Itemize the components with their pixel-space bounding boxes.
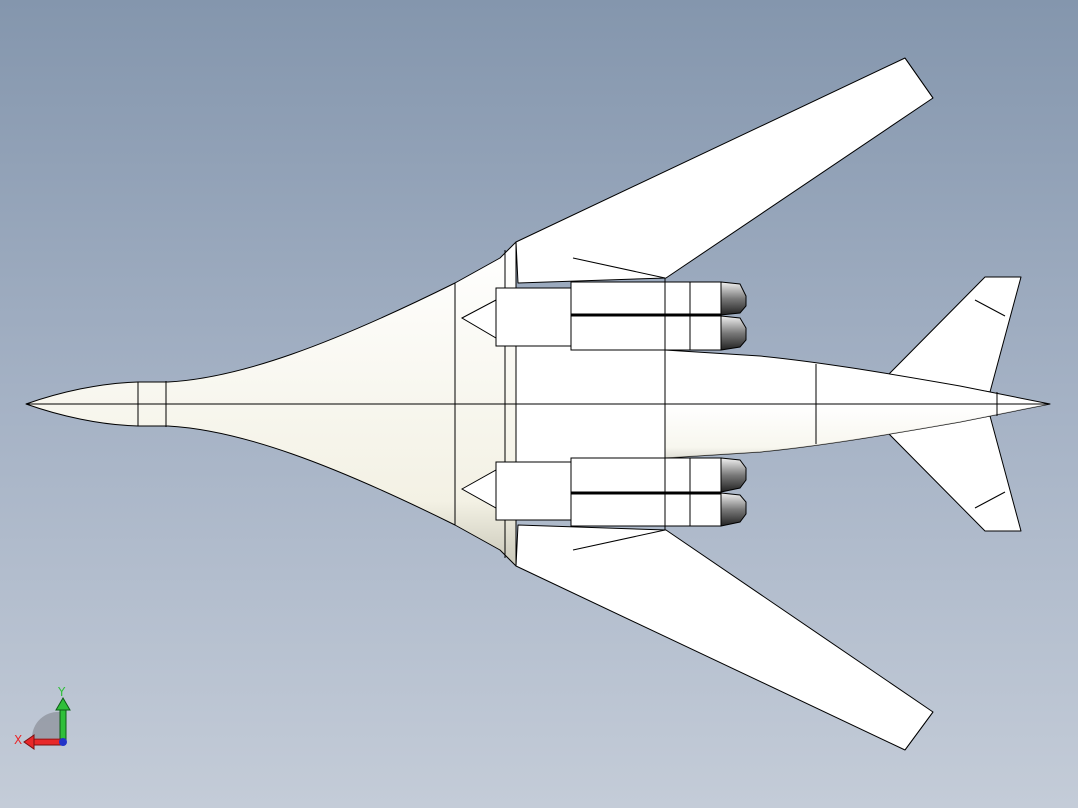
upper-intake bbox=[495, 287, 572, 347]
wing-seal-line-lower bbox=[572, 529, 666, 551]
lower-nozzle-2 bbox=[720, 492, 747, 527]
y-axis-label: Y bbox=[57, 686, 66, 699]
right-wing[interactable] bbox=[515, 524, 934, 751]
x-axis-label: X bbox=[14, 733, 22, 747]
z-axis-dot bbox=[59, 738, 67, 746]
lower-engine-2 bbox=[570, 492, 722, 527]
upper-nozzle-2 bbox=[720, 315, 747, 351]
left-wing[interactable] bbox=[515, 57, 934, 284]
upper-engine-nacelle[interactable] bbox=[460, 281, 747, 351]
wingtip-line-lower bbox=[904, 711, 934, 751]
lower-engine-nacelle[interactable] bbox=[460, 457, 747, 527]
lower-engine-1 bbox=[570, 457, 722, 493]
stabilizer-line-upper bbox=[974, 299, 1006, 317]
wing-seal-line-upper bbox=[572, 257, 666, 279]
lower-nozzle-1 bbox=[720, 457, 747, 493]
upper-engine-2 bbox=[570, 315, 722, 351]
x-axis-arrowhead bbox=[23, 734, 35, 750]
lower-intake bbox=[495, 461, 572, 521]
y-axis-arrow bbox=[59, 707, 67, 741]
wingtip-line-upper bbox=[904, 57, 934, 99]
upper-engine-1 bbox=[570, 281, 722, 316]
aft-fuselage-shade bbox=[665, 404, 1050, 458]
airframe bbox=[25, 57, 1051, 751]
lower-stabilizer[interactable] bbox=[887, 415, 1022, 532]
upper-stabilizer[interactable] bbox=[887, 276, 1022, 393]
reference-triad: Y X bbox=[14, 686, 71, 750]
triad-plane-shade bbox=[31, 711, 60, 738]
upper-nozzle-1 bbox=[720, 281, 747, 316]
y-axis-arrowhead bbox=[55, 697, 71, 711]
stabilizer-line-lower bbox=[974, 491, 1006, 509]
